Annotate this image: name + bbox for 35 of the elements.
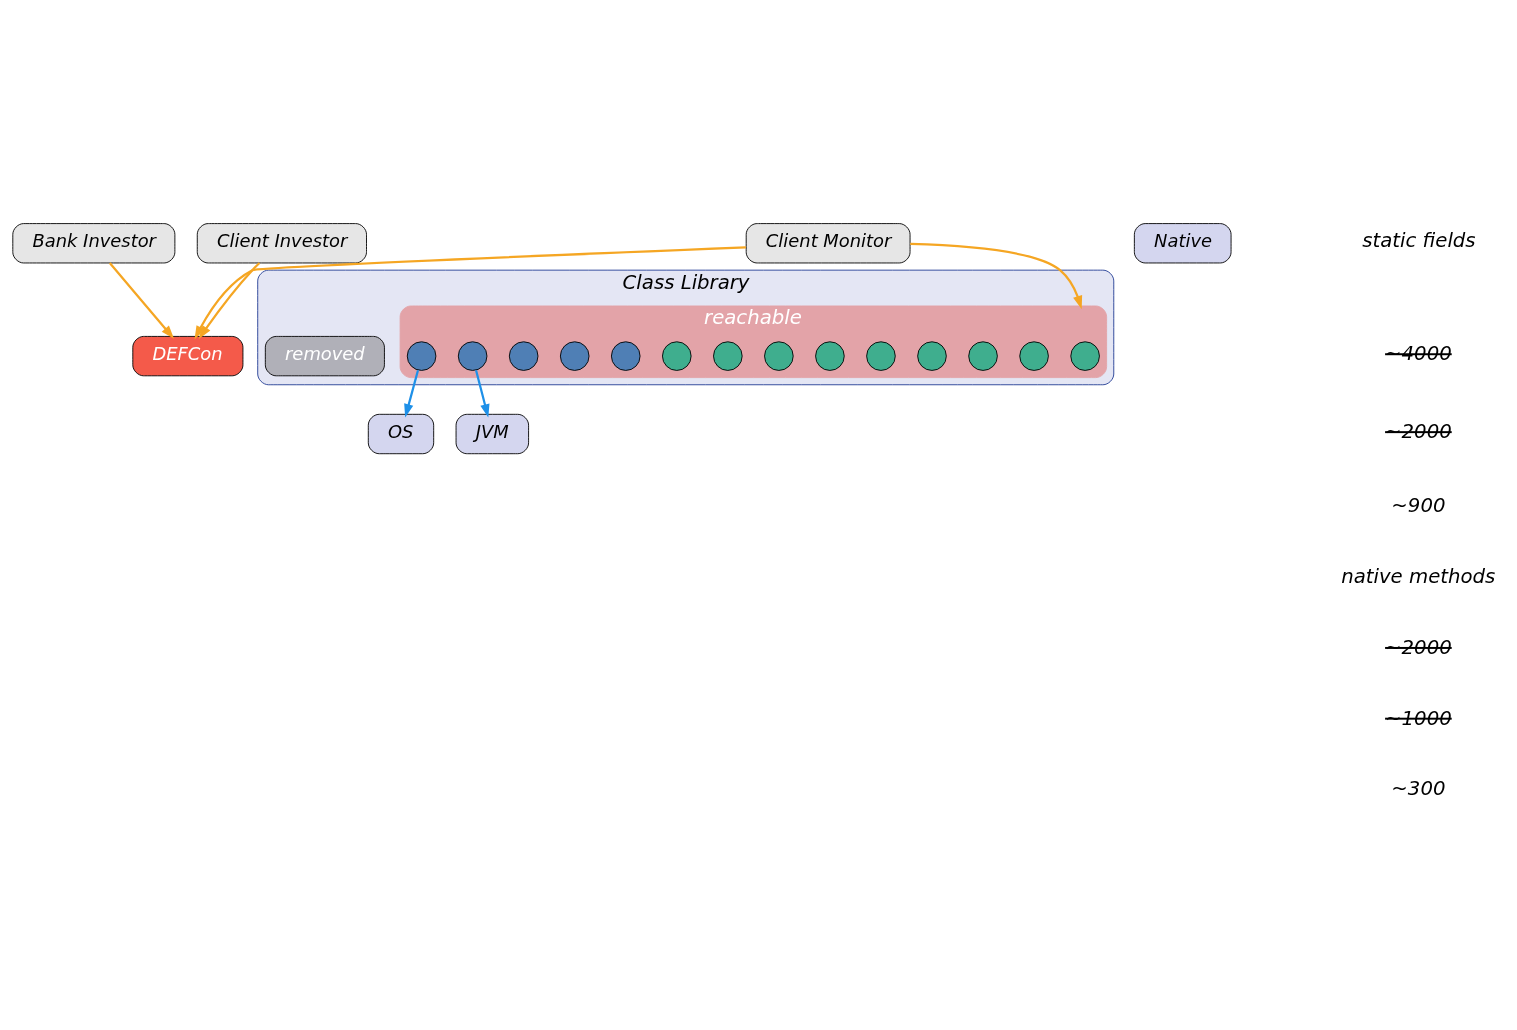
node-box: OS [367, 413, 435, 454]
label: static fields [1362, 228, 1476, 252]
label: ~4000 [1385, 341, 1452, 365]
node-box: Bank Investor [12, 222, 176, 263]
node-circle [1019, 340, 1049, 371]
arrow [910, 242, 1083, 309]
node-circle [662, 340, 692, 371]
node-circle [866, 340, 896, 371]
arrow [108, 261, 175, 339]
node-circle [610, 340, 641, 371]
node-circle [457, 340, 488, 371]
node-box: DEFCon [132, 335, 244, 376]
node-circle [917, 340, 947, 371]
node-box: Client Investor [196, 222, 367, 263]
node-circle [713, 340, 743, 371]
node-box: Native [1133, 222, 1232, 263]
node-box: removed [264, 335, 385, 376]
arrow [404, 369, 420, 418]
node-circle [559, 340, 590, 371]
node-circle [815, 340, 845, 371]
node-box: Client Monitor [745, 222, 911, 263]
node-box: JVM [455, 413, 530, 454]
label: ~2000 [1385, 419, 1452, 443]
node-circle [1070, 340, 1100, 371]
label: ~300 [1391, 776, 1446, 800]
node-circle [968, 340, 998, 371]
label: ~2000 [1385, 635, 1452, 659]
cluster: reachable [399, 305, 1108, 378]
label: ~900 [1391, 493, 1446, 517]
node-circle [508, 340, 539, 371]
label: native methods [1341, 564, 1496, 588]
label: ~1000 [1385, 706, 1452, 730]
node-circle [764, 340, 794, 371]
node-circle [406, 340, 437, 371]
arrow [474, 369, 490, 418]
